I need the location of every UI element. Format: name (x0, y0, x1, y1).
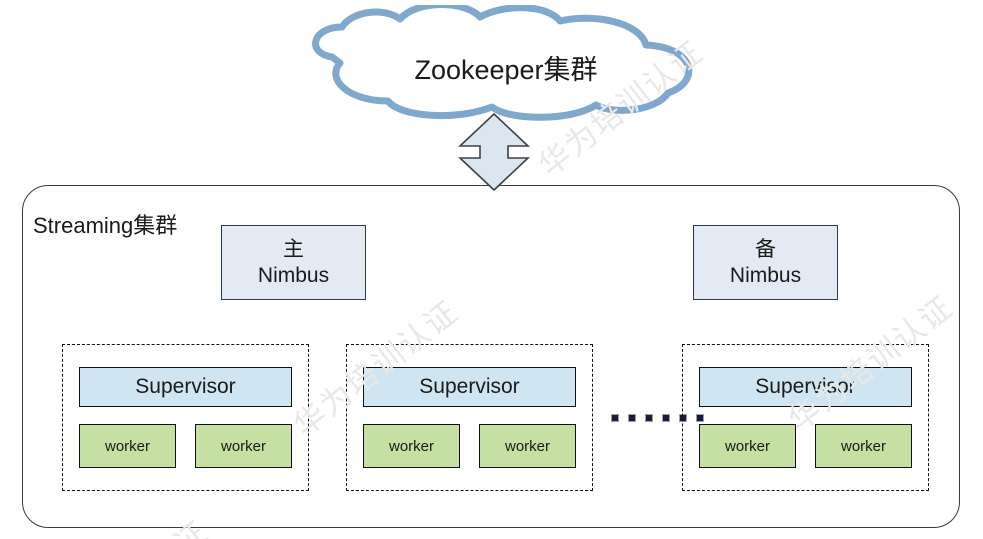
supervisor-node[interactable]: Supervisor (699, 367, 912, 407)
worker-node[interactable]: worker (479, 424, 576, 468)
zookeeper-cloud (296, 1, 716, 125)
worker-node[interactable]: worker (195, 424, 292, 468)
ellipsis-dot (696, 414, 704, 422)
nimbus-standby-node[interactable]: 备 Nimbus (693, 225, 838, 300)
supervisor-group[interactable]: Supervisor worker worker (682, 344, 929, 491)
nimbus-standby-role: 备 (755, 237, 776, 261)
worker-node[interactable]: worker (815, 424, 912, 468)
worker-node[interactable]: worker (363, 424, 460, 468)
worker-node[interactable]: worker (699, 424, 796, 468)
ellipsis-dot (611, 414, 619, 422)
supervisor-node[interactable]: Supervisor (363, 367, 576, 407)
ellipsis-dot (628, 414, 636, 422)
double-arrow-icon (457, 112, 531, 192)
supervisor-group[interactable]: Supervisor worker worker (346, 344, 593, 491)
ellipsis-dot (645, 414, 653, 422)
nimbus-primary-role: 主 (283, 237, 304, 261)
ellipsis-dot (662, 414, 670, 422)
nimbus-standby-name: Nimbus (729, 263, 802, 287)
nimbus-primary-node[interactable]: 主 Nimbus (221, 225, 366, 300)
streaming-cluster-label: Streaming集群 (33, 213, 178, 238)
zookeeper-cluster-label: Zookeeper集群 (414, 55, 598, 85)
ellipsis-indicator (611, 414, 704, 422)
ellipsis-dot (679, 414, 687, 422)
cloud-icon (312, 1, 693, 121)
nimbus-primary-name: Nimbus (257, 263, 330, 287)
bidirectional-arrow-icon (457, 112, 531, 192)
supervisor-node[interactable]: Supervisor (79, 367, 292, 407)
worker-node[interactable]: worker (79, 424, 176, 468)
supervisor-group[interactable]: Supervisor worker worker (62, 344, 309, 491)
